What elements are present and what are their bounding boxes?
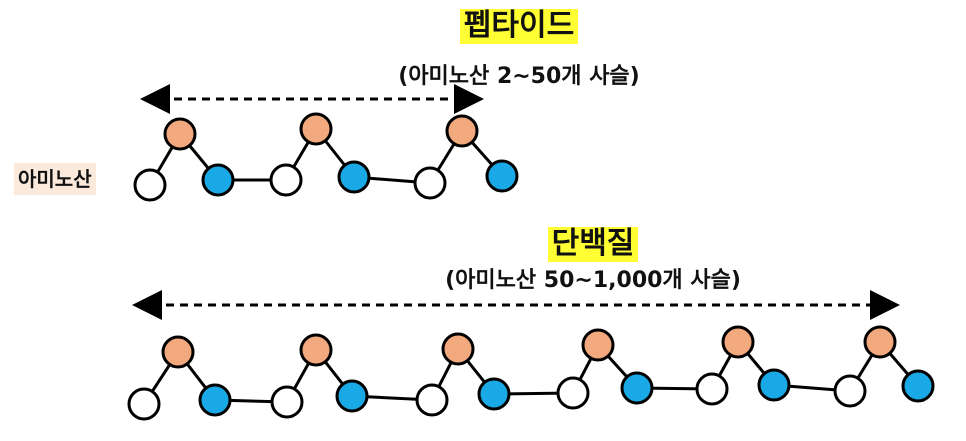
protein-title: 단백질 (110, 226, 966, 262)
protein-amino-acid-orange (581, 328, 615, 362)
protein-amino-acid-blue (620, 371, 654, 405)
peptide-amino-acid-blue (201, 163, 235, 197)
peptide-amino-acid-orange (163, 117, 197, 151)
protein-amino-acid-white (415, 383, 449, 417)
protein-amino-acid-white (833, 374, 867, 408)
peptide-chain (133, 112, 519, 202)
protein-amino-acid-orange (863, 325, 897, 359)
peptide-title: 펩타이드 (36, 8, 966, 44)
peptide-amino-acid-white (269, 163, 303, 197)
peptide-amino-acid-orange (299, 112, 333, 146)
peptide-amino-acid-blue (485, 159, 519, 193)
amino-acid-label: 아미노산 (14, 163, 96, 195)
protein-amino-acid-white (556, 376, 590, 410)
protein-amino-acid-blue (335, 379, 369, 413)
protein-amino-acid-orange (721, 325, 755, 359)
peptide-amino-acid-white (413, 166, 447, 200)
peptide-amino-acid-blue (337, 160, 371, 194)
protein-amino-acid-blue (477, 377, 511, 411)
protein-amino-acid-orange (299, 333, 333, 367)
protein-amino-acid-blue (198, 383, 232, 417)
protein-amino-acid-white (127, 387, 161, 421)
peptide-amino-acid-orange (445, 114, 479, 148)
peptide-title-text: 펩타이드 (459, 8, 579, 44)
protein-title-text: 단백질 (547, 226, 639, 262)
protein-amino-acid-white (695, 372, 729, 406)
protein-amino-acid-blue (757, 368, 791, 402)
protein-chain (127, 325, 935, 421)
protein-amino-acid-orange (161, 335, 195, 369)
peptide-amino-acid-white (133, 168, 167, 202)
protein-amino-acid-white (270, 385, 304, 419)
protein-amino-acid-orange (441, 332, 475, 366)
protein-amino-acid-blue (901, 369, 935, 403)
protein-subtitle: (아미노산 50~1,000개 사슬) (445, 268, 741, 293)
